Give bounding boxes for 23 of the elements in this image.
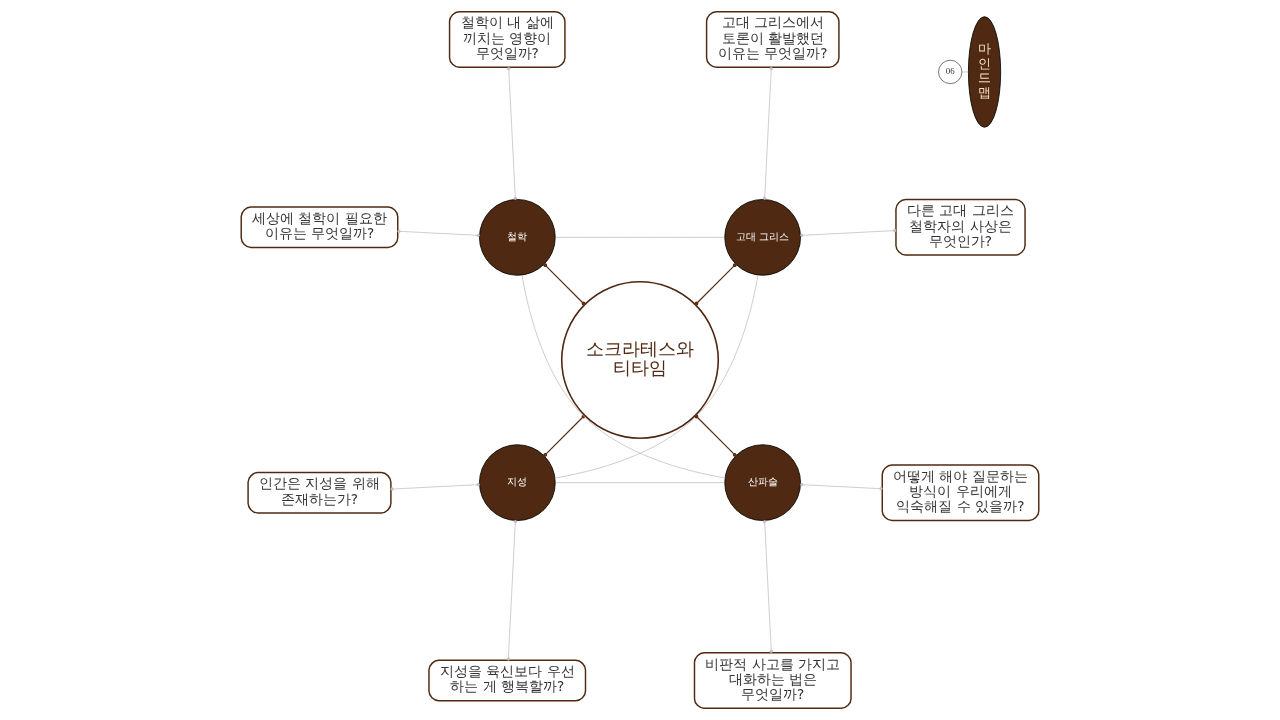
connector [506,520,518,661]
connector [762,66,773,200]
connector [554,274,759,479]
node-circle: 산파술 [724,444,801,521]
connector [694,263,737,306]
connector [800,228,897,238]
node-circle: 06 [938,59,963,85]
node-box: 다른 고대 그리스 철학자의 사상은 무엇인가? [895,198,1026,256]
connector [543,263,586,306]
node-ellipse: 마인드맵 [967,16,1002,128]
node-circle: 소크라테스와 티타임 [560,280,720,440]
connector [555,482,725,484]
node-circle: 철학 [479,199,556,276]
connector [521,274,726,479]
connector [390,482,480,491]
node-circle: 지성 [479,444,556,521]
connector [507,66,518,200]
connector [397,229,480,238]
node-circle: 고대 그리스 [724,199,801,276]
connector [762,520,773,654]
connector [555,236,725,238]
connector [800,482,883,491]
connector [694,414,737,457]
